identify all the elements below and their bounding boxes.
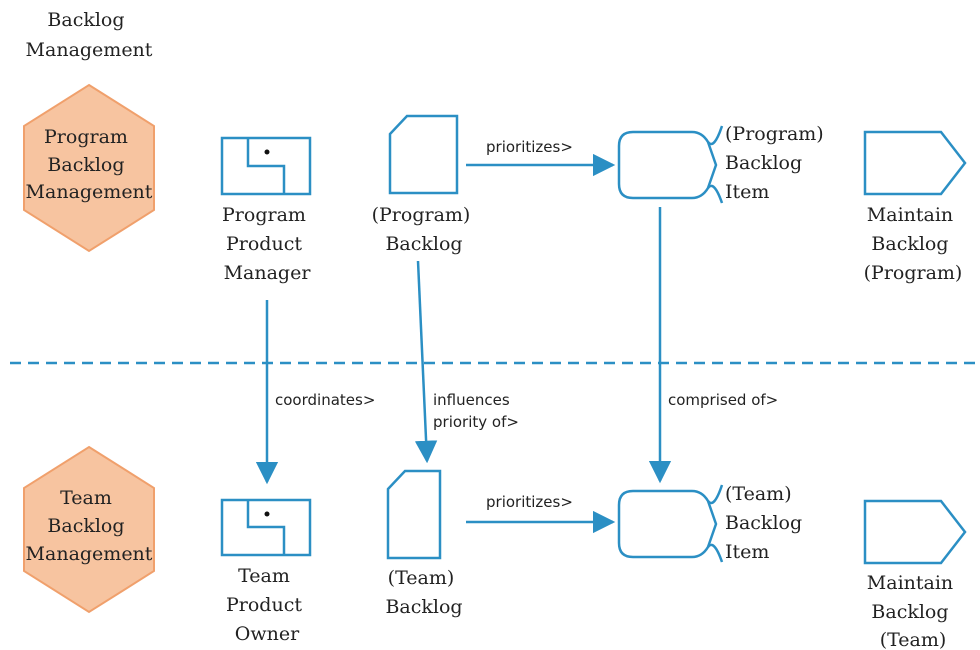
coordinates-label: coordinates>: [275, 391, 375, 409]
team-item-line-2: Backlog: [725, 512, 802, 534]
influences-priority-arrow: [414, 260, 438, 464]
team-role-line-1: Team: [238, 565, 290, 587]
program-backlog-document-icon: [388, 114, 459, 195]
program-backlog-line-1: (Program): [372, 204, 471, 226]
team-backlog-label: (Team) Backlog: [385, 567, 462, 618]
title-line-2: Management: [26, 39, 153, 61]
maintain-backlog-program-process-icon: [863, 130, 967, 196]
comprised-of-label: comprised of>: [668, 391, 778, 409]
program-backlog-item-label: (Program) Backlog Item: [725, 123, 830, 203]
program-item-line-3: Item: [725, 181, 769, 203]
svg-text:Team Backlog Manag: Team Backlog Management: [26, 487, 153, 565]
program-process-line-3: (Program): [864, 262, 963, 284]
team-prioritizes-label: prioritizes>: [486, 493, 573, 511]
program-role-line-1: Program: [222, 204, 306, 226]
program-backlog-item-icon: [617, 125, 724, 204]
team-role-line-3: Owner: [235, 623, 300, 645]
program-process-line-1: Maintain: [867, 204, 953, 226]
program-backlog-management-hexagon: Program Backlog Management: [23, 83, 155, 253]
team-area-line-1: Team: [60, 487, 112, 509]
role-dot-icon: [264, 511, 270, 517]
team-backlog-item-icon: [617, 484, 724, 563]
team-process-line-2: Backlog: [871, 601, 948, 623]
maintain-backlog-program-label: Maintain Backlog (Program): [864, 204, 963, 284]
program-process-line-2: Backlog: [871, 233, 948, 255]
team-item-line-1: (Team): [725, 483, 792, 505]
diagram-title: Backlog Management: [26, 9, 153, 61]
team-area-line-3: Management: [26, 543, 153, 565]
program-backlog-line-2: Backlog: [385, 233, 462, 255]
team-process-line-3: (Team): [880, 629, 947, 650]
influences-line-1: influences: [433, 391, 510, 409]
team-role-line-2: Product: [226, 594, 302, 616]
team-backlog-line-1: (Team): [388, 567, 455, 589]
role-dot-icon: [264, 149, 270, 155]
team-process-line-1: Maintain: [867, 572, 953, 594]
team-backlog-management-hexagon: Team Backlog Management: [23, 445, 155, 614]
program-backlog-label: (Program) Backlog: [372, 204, 477, 255]
team-backlog-line-2: Backlog: [385, 596, 462, 618]
team-backlog-document-icon: [386, 469, 442, 560]
team-product-owner-label: Team Product Owner: [226, 565, 308, 645]
hexagon-shape: [23, 83, 155, 253]
team-area-line-2: Backlog: [47, 515, 124, 537]
influences-priority-label: influences priority of>: [433, 391, 519, 431]
team-product-owner-role-icon: [220, 498, 312, 557]
program-area-line-2: Backlog: [47, 154, 124, 176]
maintain-backlog-team-label: Maintain Backlog (Team): [867, 572, 959, 650]
title-line-1: Backlog: [47, 9, 124, 31]
program-area-line-1: Program: [44, 126, 128, 148]
svg-text:Program Backlog Ma: Program Backlog Management: [26, 126, 153, 203]
program-prioritizes-label: prioritizes>: [486, 138, 573, 156]
program-role-line-2: Product: [226, 233, 302, 255]
maintain-backlog-team-process-icon: [863, 499, 967, 565]
program-item-line-1: (Program): [725, 123, 824, 145]
program-role-line-3: Manager: [224, 262, 312, 284]
program-product-manager-label: Program Product Manager: [222, 204, 312, 284]
hexagon-shape: [23, 445, 155, 614]
program-area-line-3: Management: [26, 181, 153, 203]
program-product-manager-role-icon: [220, 136, 312, 196]
influences-line-2: priority of>: [433, 413, 519, 431]
team-item-line-3: Item: [725, 541, 769, 563]
program-item-line-2: Backlog: [725, 152, 802, 174]
team-backlog-item-label: (Team) Backlog Item: [725, 483, 808, 563]
